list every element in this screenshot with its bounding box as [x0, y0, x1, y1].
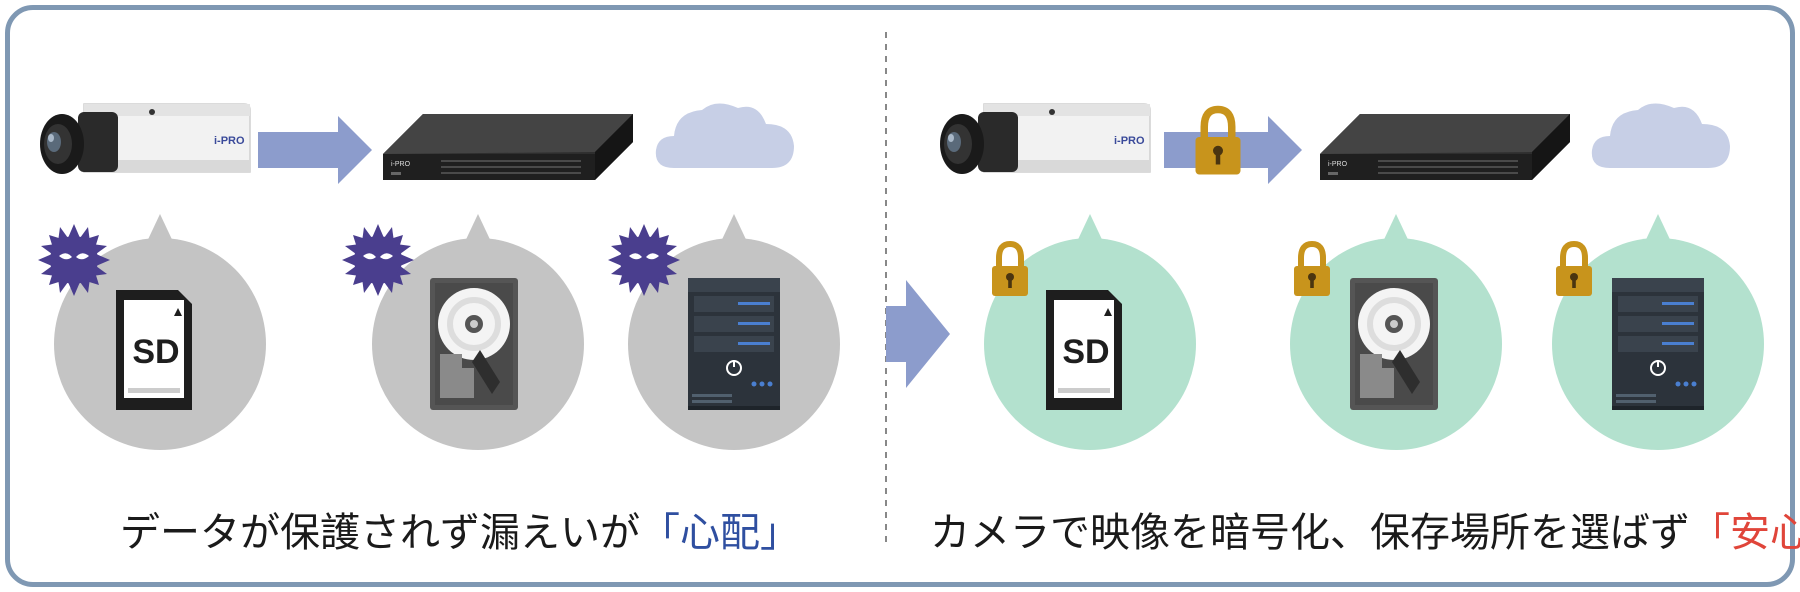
recorder-left: [383, 114, 633, 180]
cloud-right: [1591, 103, 1730, 168]
cloud-left: [655, 103, 794, 168]
transition-arrow: [886, 280, 950, 388]
caption-left-main: データが保護されず漏えいが: [120, 510, 640, 556]
caption-left: データが保護されず漏えいが「心配」: [120, 500, 800, 558]
padlock-icon: [1294, 244, 1330, 296]
camera-right: [939, 103, 1151, 175]
server-icon: [1611, 277, 1705, 411]
diagram-frame: [5, 5, 1795, 587]
camera-left: [39, 103, 251, 175]
sd-label-left: SD: [132, 333, 179, 371]
recorder-right: [1320, 114, 1570, 180]
caption-left-emphasis: 「心配」: [640, 510, 800, 556]
hdd-icon: [430, 278, 518, 410]
caption-right-emphasis: 「安心」: [1690, 510, 1800, 556]
padlock-icon: [992, 244, 1028, 296]
server-icon: [687, 277, 781, 411]
caption-right: カメラで映像を暗号化、保存場所を選ばず「安心」: [930, 500, 1800, 558]
sd-label-right: SD: [1062, 333, 1109, 371]
arrow-camera-to-recorder: [258, 116, 372, 184]
right-panel: SD: [939, 103, 1764, 450]
hdd-icon: [1350, 278, 1438, 410]
padlock-icon: [1556, 244, 1592, 296]
caption-right-main: カメラで映像を暗号化、保存場所を選ばず: [930, 510, 1690, 556]
left-panel: SD: [38, 103, 840, 450]
padlock-icon: [1196, 110, 1241, 175]
